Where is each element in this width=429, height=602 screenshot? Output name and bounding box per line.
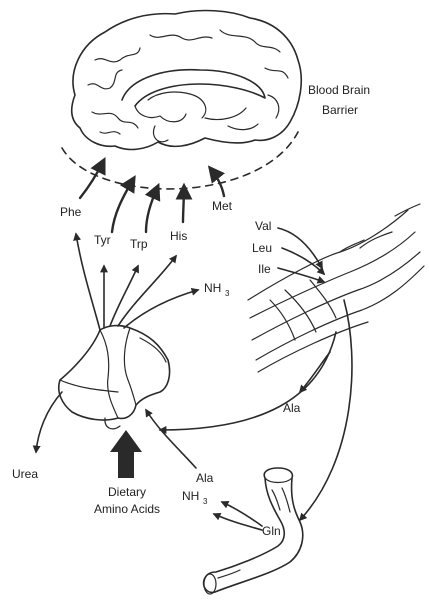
brain-illustration: [72, 11, 302, 150]
trp-arrow: [146, 186, 158, 232]
tyr-label: Tyr: [94, 233, 111, 247]
svg-text:Blood Brain: Blood Brain: [308, 83, 370, 97]
phe-label: Phe: [60, 205, 82, 219]
liver-to-phe-arrow: [76, 234, 100, 330]
blood-brain-barrier-label: Blood Brain Barrier: [308, 83, 370, 117]
leu-label: Leu: [252, 241, 272, 255]
ala-gut-label: Ala: [196, 471, 214, 485]
met-label: Met: [212, 199, 233, 213]
svg-text:Amino Acids: Amino Acids: [94, 502, 160, 516]
his-label: His: [170, 229, 187, 243]
svg-text:Barrier: Barrier: [322, 103, 358, 117]
svg-text:NH: NH: [204, 281, 221, 295]
gut-illustration: [204, 468, 303, 594]
muscle-illustration: [248, 204, 424, 372]
dietary-amino-acids-label: Dietary Amino Acids: [94, 485, 160, 516]
gut-products-to-liver-arrow: [146, 410, 196, 468]
svg-text:Dietary: Dietary: [108, 485, 146, 499]
dietary-arrow: [110, 430, 142, 478]
svg-text:3: 3: [203, 497, 208, 506]
urea-label: Urea: [12, 467, 38, 481]
liver-to-urea-arrow: [36, 392, 62, 452]
liver-to-nh3-arrow: [124, 290, 198, 328]
ile-label: Ile: [258, 262, 271, 276]
val-label: Val: [255, 219, 271, 233]
nh3-gut-label: NH 3: [182, 489, 208, 506]
svg-text:3: 3: [225, 289, 230, 298]
liver-illustration: [59, 326, 170, 429]
svg-text:NH: NH: [182, 489, 199, 503]
trp-label: Trp: [130, 237, 148, 251]
nh3-top-label: NH 3: [204, 281, 230, 298]
his-arrow: [183, 186, 184, 222]
gln-label: Gln: [262, 524, 281, 538]
gut-to-ala-arrow: [222, 502, 262, 526]
phe-arrow: [80, 160, 104, 198]
gut-to-nh3-arrow: [214, 514, 262, 530]
muscle-to-ala-arrow: [300, 352, 330, 392]
